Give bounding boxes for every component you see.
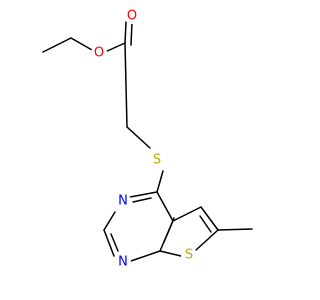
atom-o-ester: O (91, 45, 107, 61)
atom-s-thioether: S (149, 152, 165, 168)
atom-o-ester-label: O (94, 46, 104, 61)
bond-c4-n3-inner (132, 197, 152, 203)
atom-n-lower-label: N (118, 255, 128, 270)
bond-n3-c2 (103, 211, 116, 231)
bond-ch2-s (126, 126, 151, 149)
bond-c7a-c4a-inner (163, 217, 175, 243)
bond-c2-n1-inner (110, 233, 119, 252)
bond-oester-ccarbonyl (104, 42, 126, 53)
atom-n-upper-label: N (118, 194, 128, 209)
atom-s-ring-label: S (185, 248, 193, 263)
bond-ccarbonyl-ch2 (124, 42, 128, 128)
bond-c2-n1 (103, 229, 115, 257)
atom-n-lower: N (115, 254, 131, 270)
bond-ch3-ch2 (42, 37, 72, 53)
atom-s-thioether-label: S (153, 153, 161, 168)
bond-c5-c6 (200, 206, 219, 231)
atom-label-layer: O O S N N S (91, 8, 197, 270)
bond-s-c4 (156, 170, 164, 193)
bond-ch2-oester (70, 37, 93, 51)
bond-c4a-c5 (172, 206, 202, 222)
bond-c6-sring (195, 229, 219, 251)
bond-c-o-double-1 (124, 21, 127, 44)
bond-c6-methyl (217, 228, 253, 231)
bond-layer (42, 21, 253, 262)
bond-sring-c7a (159, 250, 182, 257)
bond-n1-c7a (130, 250, 161, 262)
atom-o-carbonyl-label: O (127, 9, 137, 24)
atom-s-ring: S (181, 247, 197, 263)
bond-c4a-c4 (156, 191, 174, 222)
structure-diagram: O O S N N S (42, 8, 253, 270)
bond-c4-n3 (129, 191, 158, 198)
bond-c-o-double-2 (130, 21, 133, 46)
bond-c5-c6-inner (199, 215, 212, 233)
atom-o-carbonyl: O (124, 8, 140, 24)
atom-n-upper: N (115, 193, 131, 209)
